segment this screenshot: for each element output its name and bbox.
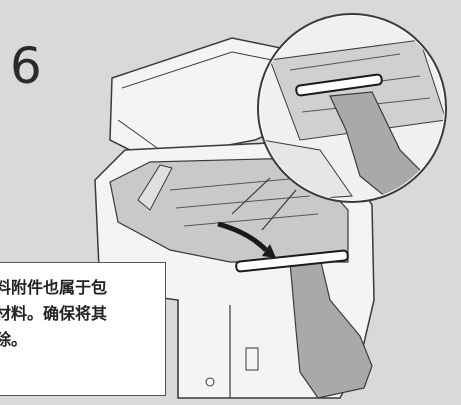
caution-callout: 料附件也属于包 材料。确保将其 除。 [0, 262, 166, 396]
zoom-detail [260, 16, 444, 200]
zoom-roller-bar [295, 73, 383, 97]
callout-line: 除。 [0, 330, 28, 349]
roller-bar [235, 249, 349, 273]
step-number: 6 [10, 37, 42, 95]
packing-material-main [289, 257, 373, 399]
callout-text: 料附件也属于包 材料。确保将其 除。 [0, 275, 153, 353]
direction-arrow [217, 221, 268, 252]
support-arm [137, 164, 173, 211]
callout-line: 料附件也属于包 [0, 278, 108, 297]
front-slot [245, 347, 259, 371]
toner-cavity [109, 157, 349, 263]
zoom-connector [231, 177, 297, 231]
power-indicator [205, 377, 215, 387]
callout-line: 材料。确保将其 [0, 304, 108, 323]
